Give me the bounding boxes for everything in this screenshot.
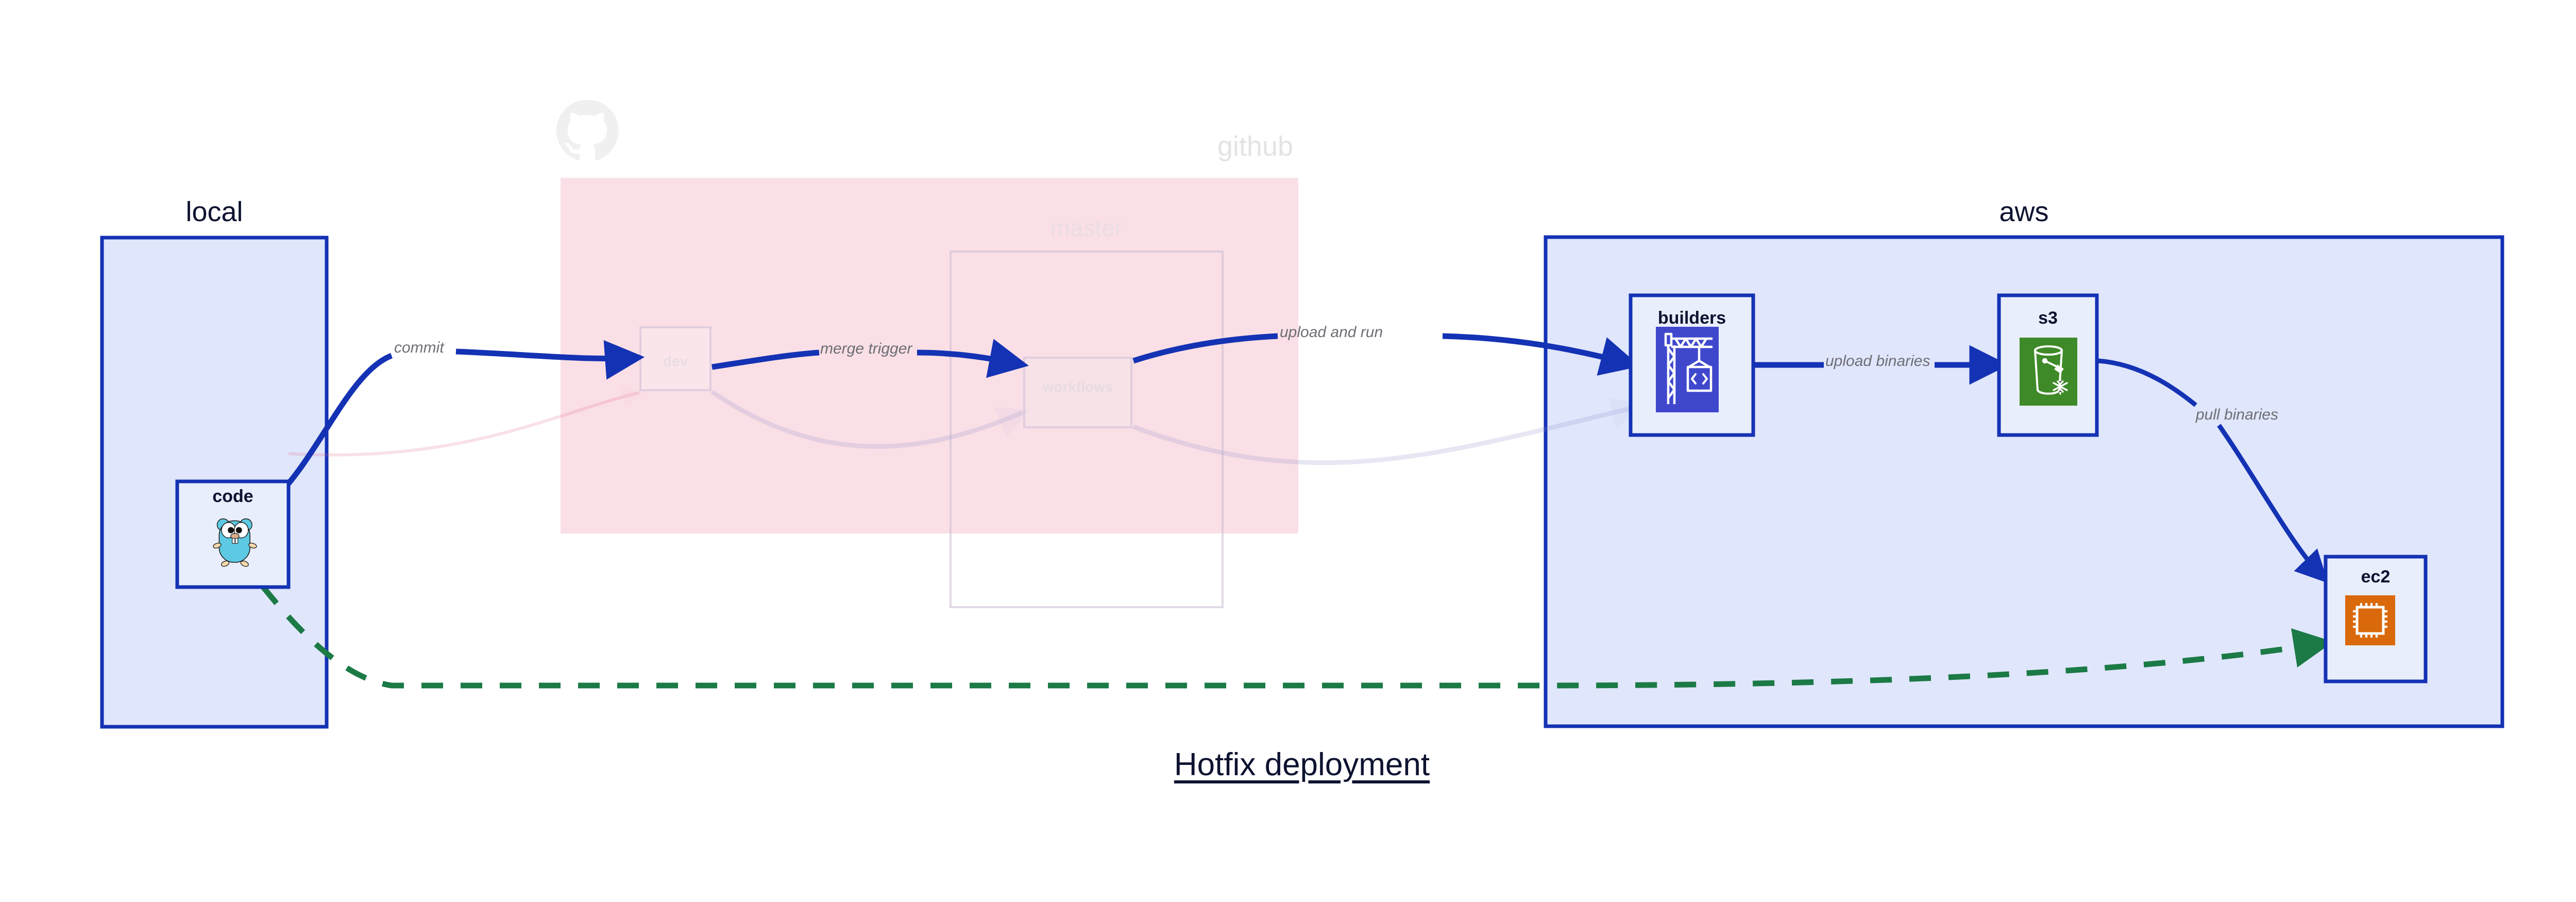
node-label-workflows: workflows [1042,379,1113,395]
edge-label-upload-and-run: upload and run [1280,324,1383,341]
aws-s3-glacier-bucket-icon [2020,338,2077,406]
zone-label-local: local [185,196,243,227]
github-octocat-icon [556,99,619,160]
edge-label-pull-binaries: pull binaries [2196,406,2279,423]
node-label-s3: s3 [2038,308,2058,328]
node-label-dev: dev [663,353,688,369]
edge-merge-trigger-line2 [917,339,1029,378]
edge-hotfix-direct [260,584,2334,689]
edge-pull-binaries-line2 [2217,424,2328,583]
ghost-edge-workflows-builders [1132,397,1644,465]
aws-codebuild-crane-icon [1656,327,1719,412]
edge-merge-trigger-line [711,349,820,370]
node-label-code: code [212,487,253,506]
edge-label-merge-trigger: merge trigger [820,340,912,357]
edge-label-upload-binaries: upload binaries [1825,353,1930,370]
edge-label-commit: commit [394,339,444,356]
node-label-ec2: ec2 [2361,567,2391,587]
edge-upload-and-run-line [1132,333,1278,364]
edge-commit-line [276,353,393,497]
node-dev[interactable] [639,326,711,391]
go-gopher-icon [213,518,257,567]
group-master [950,250,1224,608]
edge-commit-line2 [455,340,645,380]
ghost-edge-code-dev [288,386,645,457]
edge-pull-binaries-line [2097,358,2197,407]
zone-label-github: github [1217,131,1293,162]
edge-upload-and-run-line2 [1442,333,1640,376]
zone-label-aws: aws [1999,196,2049,227]
aws-ec2-chip-icon [2345,595,2395,645]
ghost-edge-dev-workflows [710,390,1030,449]
page-title: Hotfix deployment [1174,747,1430,782]
group-label-master: master [1050,214,1123,241]
node-label-builders: builders [1657,308,1726,328]
node-workflows[interactable] [1023,357,1132,428]
